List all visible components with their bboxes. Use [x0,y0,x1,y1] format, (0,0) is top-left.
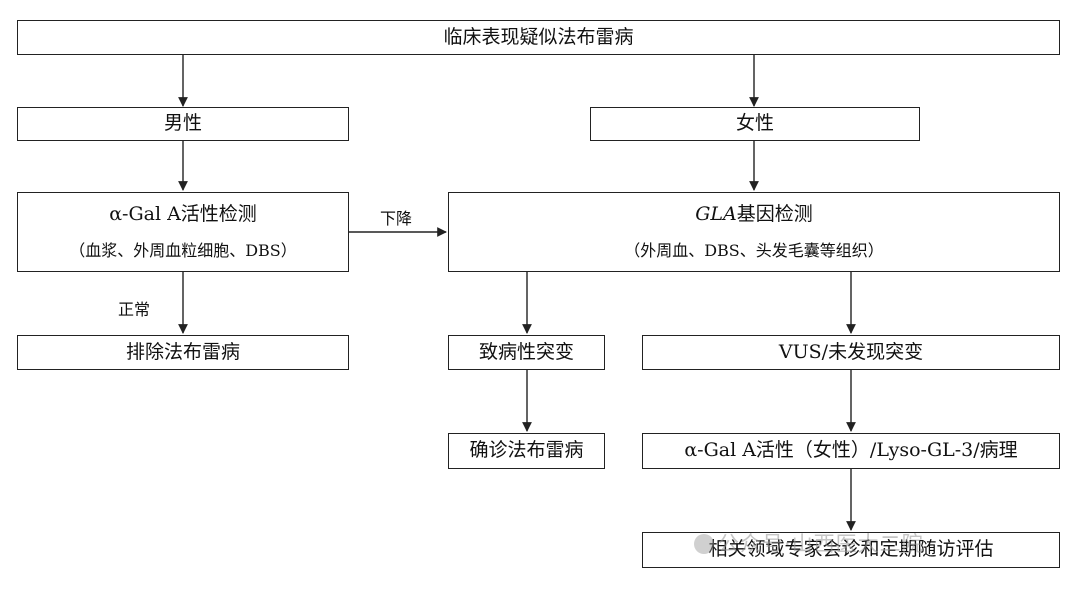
node-enzyme-test-samples: （血浆、外周血粒细胞、DBS） [69,240,297,260]
node-exclude-label: 排除法布雷病 [125,340,240,363]
node-pathogenic-label: 致病性突变 [478,340,574,363]
edge-label-normal: 正常 [118,300,151,319]
watermark-text: 公众号·山西医大二院 [718,532,924,556]
node-male-label: 男性 [163,112,202,135]
node-confirm-label: 确诊法布雷病 [469,439,584,462]
node-male: 男性 [17,107,349,141]
node-gene-test-label: GLA基因检测 [695,203,813,227]
node-enzyme-test: α-Gal A活性检测 （血浆、外周血粒细胞、DBS） [17,192,349,272]
node-clinical-label: 临床表现疑似法布雷病 [443,25,634,48]
node-female: 女性 [590,107,920,141]
node-clinical: 临床表现疑似法布雷病 [17,20,1060,55]
node-female-label: 女性 [735,112,774,135]
gene-name: GLA [695,203,737,226]
node-consult: 相关领域专家会诊和定期随访评估 [642,532,1060,568]
node-vus: VUS/未发现突变 [642,335,1060,370]
node-vus-label: VUS/未发现突变 [778,340,924,363]
node-consult-label: 相关领域专家会诊和定期随访评估 [708,538,994,561]
gene-test-suffix: 基因检测 [736,203,813,226]
node-gene-test: GLA基因检测 （外周血、DBS、头发毛囊等组织） [448,192,1060,272]
edge-label-decrease: 下降 [380,209,413,228]
watermark: 公众号·山西医大二院 [694,528,924,558]
node-enzyme-test-label: α-Gal A活性检测 [109,203,257,226]
node-gene-test-samples: （外周血、DBS、头发毛囊等组织） [624,240,884,260]
watermark-logo-icon [694,534,714,554]
node-confirm: 确诊法布雷病 [448,433,605,469]
node-exclude: 排除法布雷病 [17,335,349,370]
node-pathogenic: 致病性突变 [448,335,605,370]
node-female-followup-label: α-Gal A活性（女性）/Lyso-GL-3/病理 [684,439,1018,462]
node-female-followup: α-Gal A活性（女性）/Lyso-GL-3/病理 [642,433,1060,469]
